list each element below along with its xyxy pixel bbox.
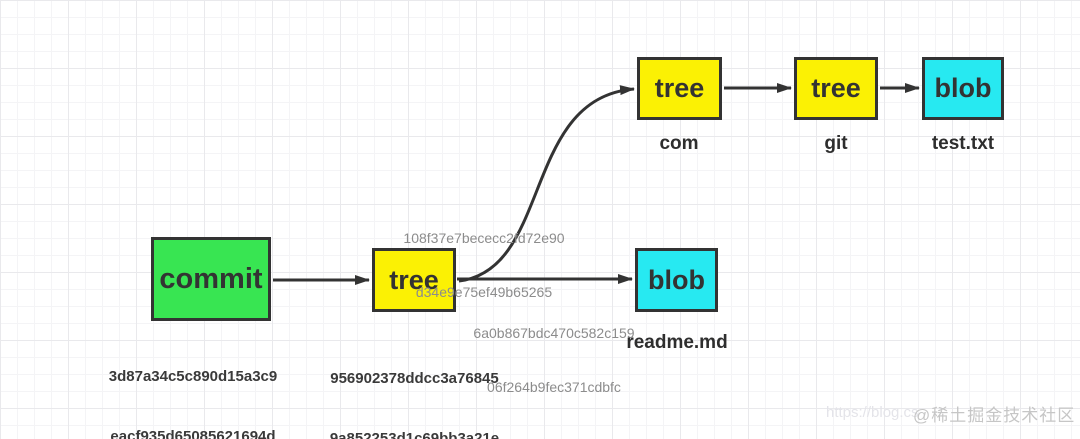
watermark-url: https://blog.cs — [826, 404, 919, 421]
node-tree-root-label: tree — [389, 264, 439, 295]
node-tree-com: tree — [637, 57, 722, 120]
tree-root-hash-line1: 956902378ddcc3a76845 — [330, 370, 499, 387]
node-tree-git: tree — [794, 57, 878, 120]
edge-hash-tree-to-readme-line2: 06f264b9fec371cdbfc — [487, 379, 621, 395]
node-blob-readme: blob — [635, 248, 718, 312]
commit-hash: 3d87a34c5c890d15a3c9 eacf935d65085621694… — [88, 327, 298, 439]
edge-hash-tree-to-com: 108f37e7bececc2fd72e90 d34e9e75ef49b6526… — [391, 193, 577, 337]
edge-hash-tree-to-readme-line1: 6a0b867bdc470c582c159 — [473, 325, 635, 341]
edge-hash-tree-to-com-line2: d34e9e75ef49b65265 — [415, 284, 553, 300]
tree-com-name: com — [659, 133, 699, 154]
edge-hash-tree-to-com-line1: 108f37e7bececc2fd72e90 — [403, 230, 565, 246]
watermark-handle: @稀土掘金技术社区 — [913, 406, 1076, 425]
arrow-tree-to-tree-com-curve — [458, 85, 635, 283]
tree-root-hash-line2: 9a852253d1c69bb3a21e — [329, 430, 500, 439]
commit-hash-line2: eacf935d65085621694d — [110, 428, 276, 439]
node-blob-readme-label: blob — [648, 264, 705, 295]
edge-hash-tree-to-readme: 6a0b867bdc470c582c159 06f264b9fec371cdbf… — [461, 288, 647, 432]
blob-readme-name: readme.md — [626, 332, 728, 353]
node-tree-git-label: tree — [811, 73, 861, 103]
tree-root-hash: 956902378ddcc3a76845 9a852253d1c69bb3a21… — [317, 329, 512, 439]
blob-test-name: test.txt — [931, 133, 995, 154]
commit-hash-line1: 3d87a34c5c890d15a3c9 — [108, 368, 278, 385]
node-commit-label: commit — [159, 262, 263, 295]
node-tree-root: tree — [372, 248, 456, 312]
node-blob-test: blob — [922, 57, 1004, 120]
node-commit: commit — [151, 237, 271, 321]
node-tree-com-label: tree — [654, 73, 705, 103]
node-blob-test-label: blob — [934, 73, 992, 103]
tree-git-name: git — [824, 133, 848, 154]
